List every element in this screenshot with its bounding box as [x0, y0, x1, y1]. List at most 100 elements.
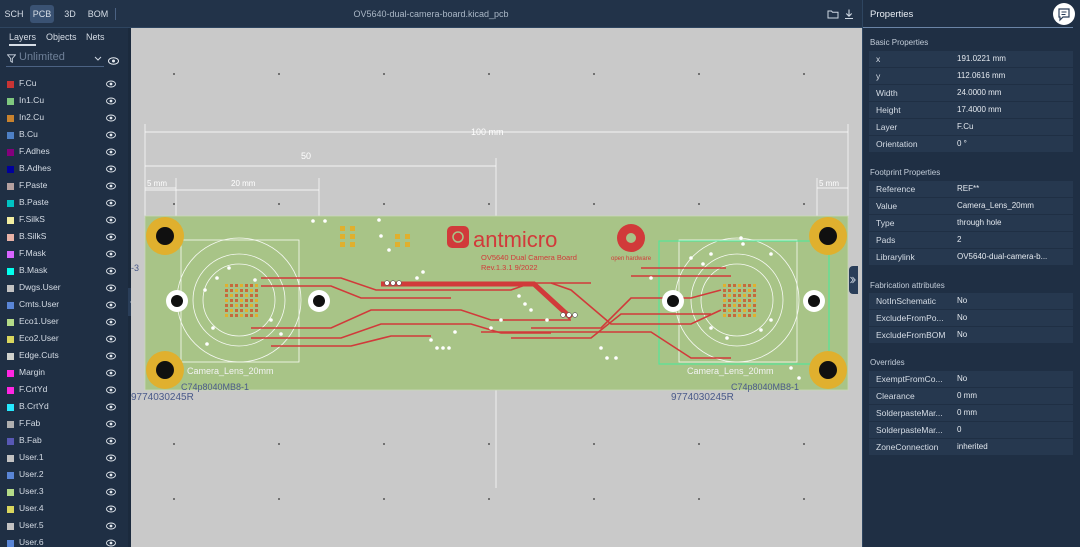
- visibility-eye-icon[interactable]: [106, 199, 116, 207]
- visibility-eye-icon[interactable]: [106, 114, 116, 122]
- visibility-eye-icon[interactable]: [106, 182, 116, 190]
- visibility-eye-icon[interactable]: [106, 369, 116, 377]
- layer-row[interactable]: User.3: [0, 484, 128, 501]
- layer-row[interactable]: B.SilkS: [0, 229, 128, 246]
- visibility-eye-icon[interactable]: [106, 403, 116, 411]
- layer-row[interactable]: User.5: [0, 518, 128, 535]
- property-row[interactable]: ExemptFromCo...No: [869, 371, 1073, 388]
- visibility-eye-icon[interactable]: [106, 233, 116, 241]
- visibility-eye-icon[interactable]: [106, 352, 116, 360]
- property-row[interactable]: ExcludeFromPo...No: [869, 310, 1073, 327]
- layer-row[interactable]: F.Fab: [0, 416, 128, 433]
- pcb-canvas[interactable]: 100 mm 50 5 mm 20 mm 5 mm 9774030245R 97…: [131, 28, 862, 547]
- chat-button[interactable]: [1053, 3, 1075, 25]
- layer-row[interactable]: Edge.Cuts: [0, 348, 128, 365]
- layer-row[interactable]: B.Adhes: [0, 161, 128, 178]
- layer-row[interactable]: F.Adhes: [0, 144, 128, 161]
- visibility-eye-icon[interactable]: [106, 454, 116, 462]
- tab-sch[interactable]: SCH: [4, 9, 24, 19]
- layer-name: User.1: [19, 452, 44, 462]
- pcb-drawing: 100 mm 50 5 mm 20 mm 5 mm 9774030245R 97…: [131, 73, 849, 500]
- property-key: ExemptFromCo...: [876, 374, 943, 384]
- visibility-eye-icon[interactable]: [106, 80, 116, 88]
- visibility-eye-icon[interactable]: [106, 284, 116, 292]
- property-row[interactable]: Value Camera_Lens_20mm: [869, 198, 1073, 215]
- visibility-eye-icon[interactable]: [106, 267, 116, 275]
- layer-row[interactable]: Dwgs.User: [0, 280, 128, 297]
- tab-layers[interactable]: Layers: [9, 28, 37, 46]
- layer-row[interactable]: In1.Cu: [0, 93, 128, 110]
- property-key: Value: [876, 201, 898, 211]
- layer-row[interactable]: Cmts.User: [0, 297, 128, 314]
- layer-row[interactable]: F.Mask: [0, 246, 128, 263]
- property-row[interactable]: SolderpasteMar...0 mm: [869, 405, 1073, 422]
- property-value: Camera_Lens_20mm: [957, 201, 1034, 210]
- layer-row[interactable]: F.SilkS: [0, 212, 128, 229]
- visibility-eye-icon[interactable]: [106, 420, 116, 428]
- visibility-eye-icon[interactable]: [106, 318, 116, 326]
- layer-row[interactable]: Eco1.User: [0, 314, 128, 331]
- folder-icon[interactable]: [827, 8, 839, 20]
- visibility-eye-icon[interactable]: [106, 522, 116, 530]
- layer-row[interactable]: B.Fab: [0, 433, 128, 450]
- tab-nets[interactable]: Nets: [86, 32, 105, 42]
- property-key: ExcludeFromBOM: [876, 330, 946, 340]
- layer-row[interactable]: F.Paste: [0, 178, 128, 195]
- fabrication-attributes-title: Fabrication attributes: [870, 281, 945, 290]
- layer-row[interactable]: F.CrtYd: [0, 382, 128, 399]
- layer-name: F.Adhes: [19, 146, 50, 156]
- tab-bom[interactable]: BOM: [87, 9, 109, 19]
- tab-pcb[interactable]: PCB: [30, 5, 54, 23]
- tab-3d[interactable]: 3D: [64, 9, 76, 19]
- visibility-eye-icon[interactable]: [106, 250, 116, 258]
- tab-objects[interactable]: Objects: [46, 32, 77, 42]
- eye-icon[interactable]: [108, 57, 119, 65]
- dimension-half-label: 50: [301, 151, 311, 161]
- collapse-right-panel-button[interactable]: [849, 266, 858, 294]
- visibility-eye-icon[interactable]: [106, 301, 116, 309]
- layer-row[interactable]: User.2: [0, 467, 128, 484]
- layer-color-swatch: [7, 285, 14, 292]
- visibility-eye-icon[interactable]: [106, 437, 116, 445]
- download-icon[interactable]: [843, 8, 855, 20]
- visibility-eye-icon[interactable]: [106, 165, 116, 173]
- visibility-eye-icon[interactable]: [106, 488, 116, 496]
- layer-row[interactable]: B.CrtYd: [0, 399, 128, 416]
- visibility-eye-icon[interactable]: [106, 539, 116, 547]
- property-row[interactable]: SolderpasteMar...0: [869, 422, 1073, 439]
- layer-row[interactable]: In2.Cu: [0, 110, 128, 127]
- visibility-eye-icon[interactable]: [106, 386, 116, 394]
- layer-row[interactable]: Margin: [0, 365, 128, 382]
- layer-row[interactable]: F.Cu: [0, 76, 128, 93]
- logo-text: antmicro: [473, 227, 557, 252]
- layer-row[interactable]: B.Paste: [0, 195, 128, 212]
- visibility-eye-icon[interactable]: [106, 97, 116, 105]
- visibility-eye-icon[interactable]: [106, 131, 116, 139]
- visibility-eye-icon[interactable]: [106, 148, 116, 156]
- layer-row[interactable]: User.1: [0, 450, 128, 467]
- layer-row[interactable]: Eco2.User: [0, 331, 128, 348]
- layer-row[interactable]: B.Mask: [0, 263, 128, 280]
- layer-row[interactable]: User.6: [0, 535, 128, 547]
- visibility-eye-icon[interactable]: [106, 216, 116, 224]
- layer-row[interactable]: B.Cu: [0, 127, 128, 144]
- visibility-eye-icon[interactable]: [106, 505, 116, 513]
- layer-row[interactable]: User.4: [0, 501, 128, 518]
- visibility-eye-icon[interactable]: [106, 471, 116, 479]
- layer-filter-select[interactable]: Unlimited: [6, 51, 104, 67]
- visibility-eye-icon[interactable]: [106, 335, 116, 343]
